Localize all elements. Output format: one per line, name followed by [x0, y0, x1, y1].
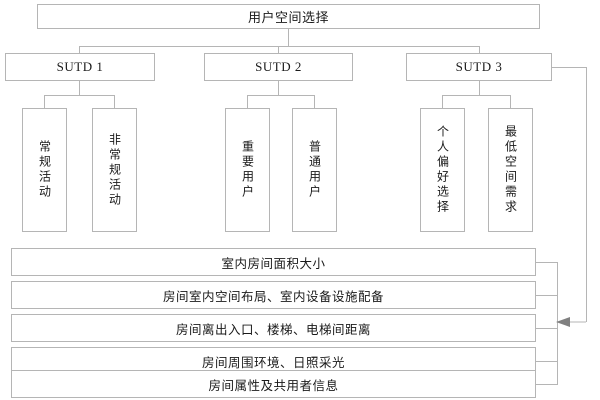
- connector-drop-sutd1: [79, 46, 80, 54]
- node-attribute-layout-equipment-label: 房间室内空间布局、室内设备设施配备: [162, 289, 384, 304]
- node-attribute-distance-access[interactable]: 房间离出入口、楼梯、电梯间距离: [11, 314, 536, 342]
- connector-root-stem: [288, 29, 289, 46]
- node-ordinary-user-label: 普通用户: [307, 140, 322, 200]
- node-attribute-room-area-label: 室内房间面积大小: [221, 256, 326, 271]
- node-regular-activity[interactable]: 常规活动: [22, 108, 67, 232]
- node-attribute-layout-equipment[interactable]: 房间室内空间布局、室内设备设施配备: [11, 281, 536, 309]
- node-minimum-space-requirement-label: 最低空间需求: [503, 125, 518, 215]
- node-sutd-1-label: SUTD 1: [56, 59, 104, 74]
- node-personal-preference-label: 个人偏好选择: [435, 125, 450, 215]
- node-attribute-room-area[interactable]: 室内房间面积大小: [11, 248, 536, 276]
- node-attribute-room-properties-occupants-label: 房间属性及共用者信息: [208, 378, 339, 393]
- node-ordinary-user[interactable]: 普通用户: [292, 108, 337, 232]
- node-personal-preference[interactable]: 个人偏好选择: [420, 108, 465, 232]
- connector-sutd2-child2: [314, 95, 315, 108]
- node-minimum-space-requirement[interactable]: 最低空间需求: [488, 108, 533, 232]
- connector-feedback-right: [586, 67, 587, 322]
- node-sutd-3-label: SUTD 3: [455, 59, 503, 74]
- node-root[interactable]: 用户空间选择: [37, 4, 540, 29]
- node-attribute-surroundings-daylight-label: 房间周围环境、日照采光: [201, 355, 345, 370]
- connector-level2-bus: [79, 46, 479, 47]
- connector-sutd2-child1: [247, 95, 248, 108]
- connector-attributes-bus: [557, 262, 558, 384]
- arrowhead-icon: [556, 317, 570, 327]
- connector-sutd1-stem: [79, 81, 80, 95]
- node-irregular-activity[interactable]: 非常规活动: [92, 108, 137, 232]
- connector-sutd3-child1: [442, 95, 443, 108]
- connector-sutd1-bus: [44, 95, 115, 96]
- connector-feedback-top: [552, 67, 586, 68]
- connector-sutd3-child2: [510, 95, 511, 108]
- node-irregular-activity-label: 非常规活动: [107, 132, 122, 208]
- node-sutd-3[interactable]: SUTD 3: [406, 53, 552, 81]
- node-regular-activity-label: 常规活动: [37, 140, 52, 200]
- node-sutd-1[interactable]: SUTD 1: [5, 53, 155, 81]
- connector-attr-5: [536, 384, 558, 385]
- connector-sutd2-stem: [278, 81, 279, 95]
- connector-drop-sutd3: [479, 46, 480, 54]
- connector-sutd3-bus: [442, 95, 510, 96]
- node-important-user[interactable]: 重要用户: [225, 108, 270, 232]
- connector-attr-1: [536, 262, 558, 263]
- node-attribute-distance-access-label: 房间离出入口、楼梯、电梯间距离: [175, 322, 371, 337]
- node-important-user-label: 重要用户: [240, 140, 255, 200]
- connector-sutd2-bus: [247, 95, 315, 96]
- connector-sutd3-stem: [479, 81, 480, 95]
- node-attribute-room-properties-occupants[interactable]: 房间属性及共用者信息: [11, 370, 536, 398]
- node-sutd-2-label: SUTD 2: [255, 59, 302, 74]
- connector-attr-4: [536, 361, 558, 362]
- connector-sutd1-child1: [44, 95, 45, 108]
- node-root-label: 用户空间选择: [247, 10, 329, 25]
- node-sutd-2[interactable]: SUTD 2: [204, 53, 353, 81]
- connector-sutd1-child2: [114, 95, 115, 108]
- connector-attr-3: [536, 328, 558, 329]
- connector-attr-2: [536, 295, 558, 296]
- connector-drop-sutd2: [278, 46, 279, 54]
